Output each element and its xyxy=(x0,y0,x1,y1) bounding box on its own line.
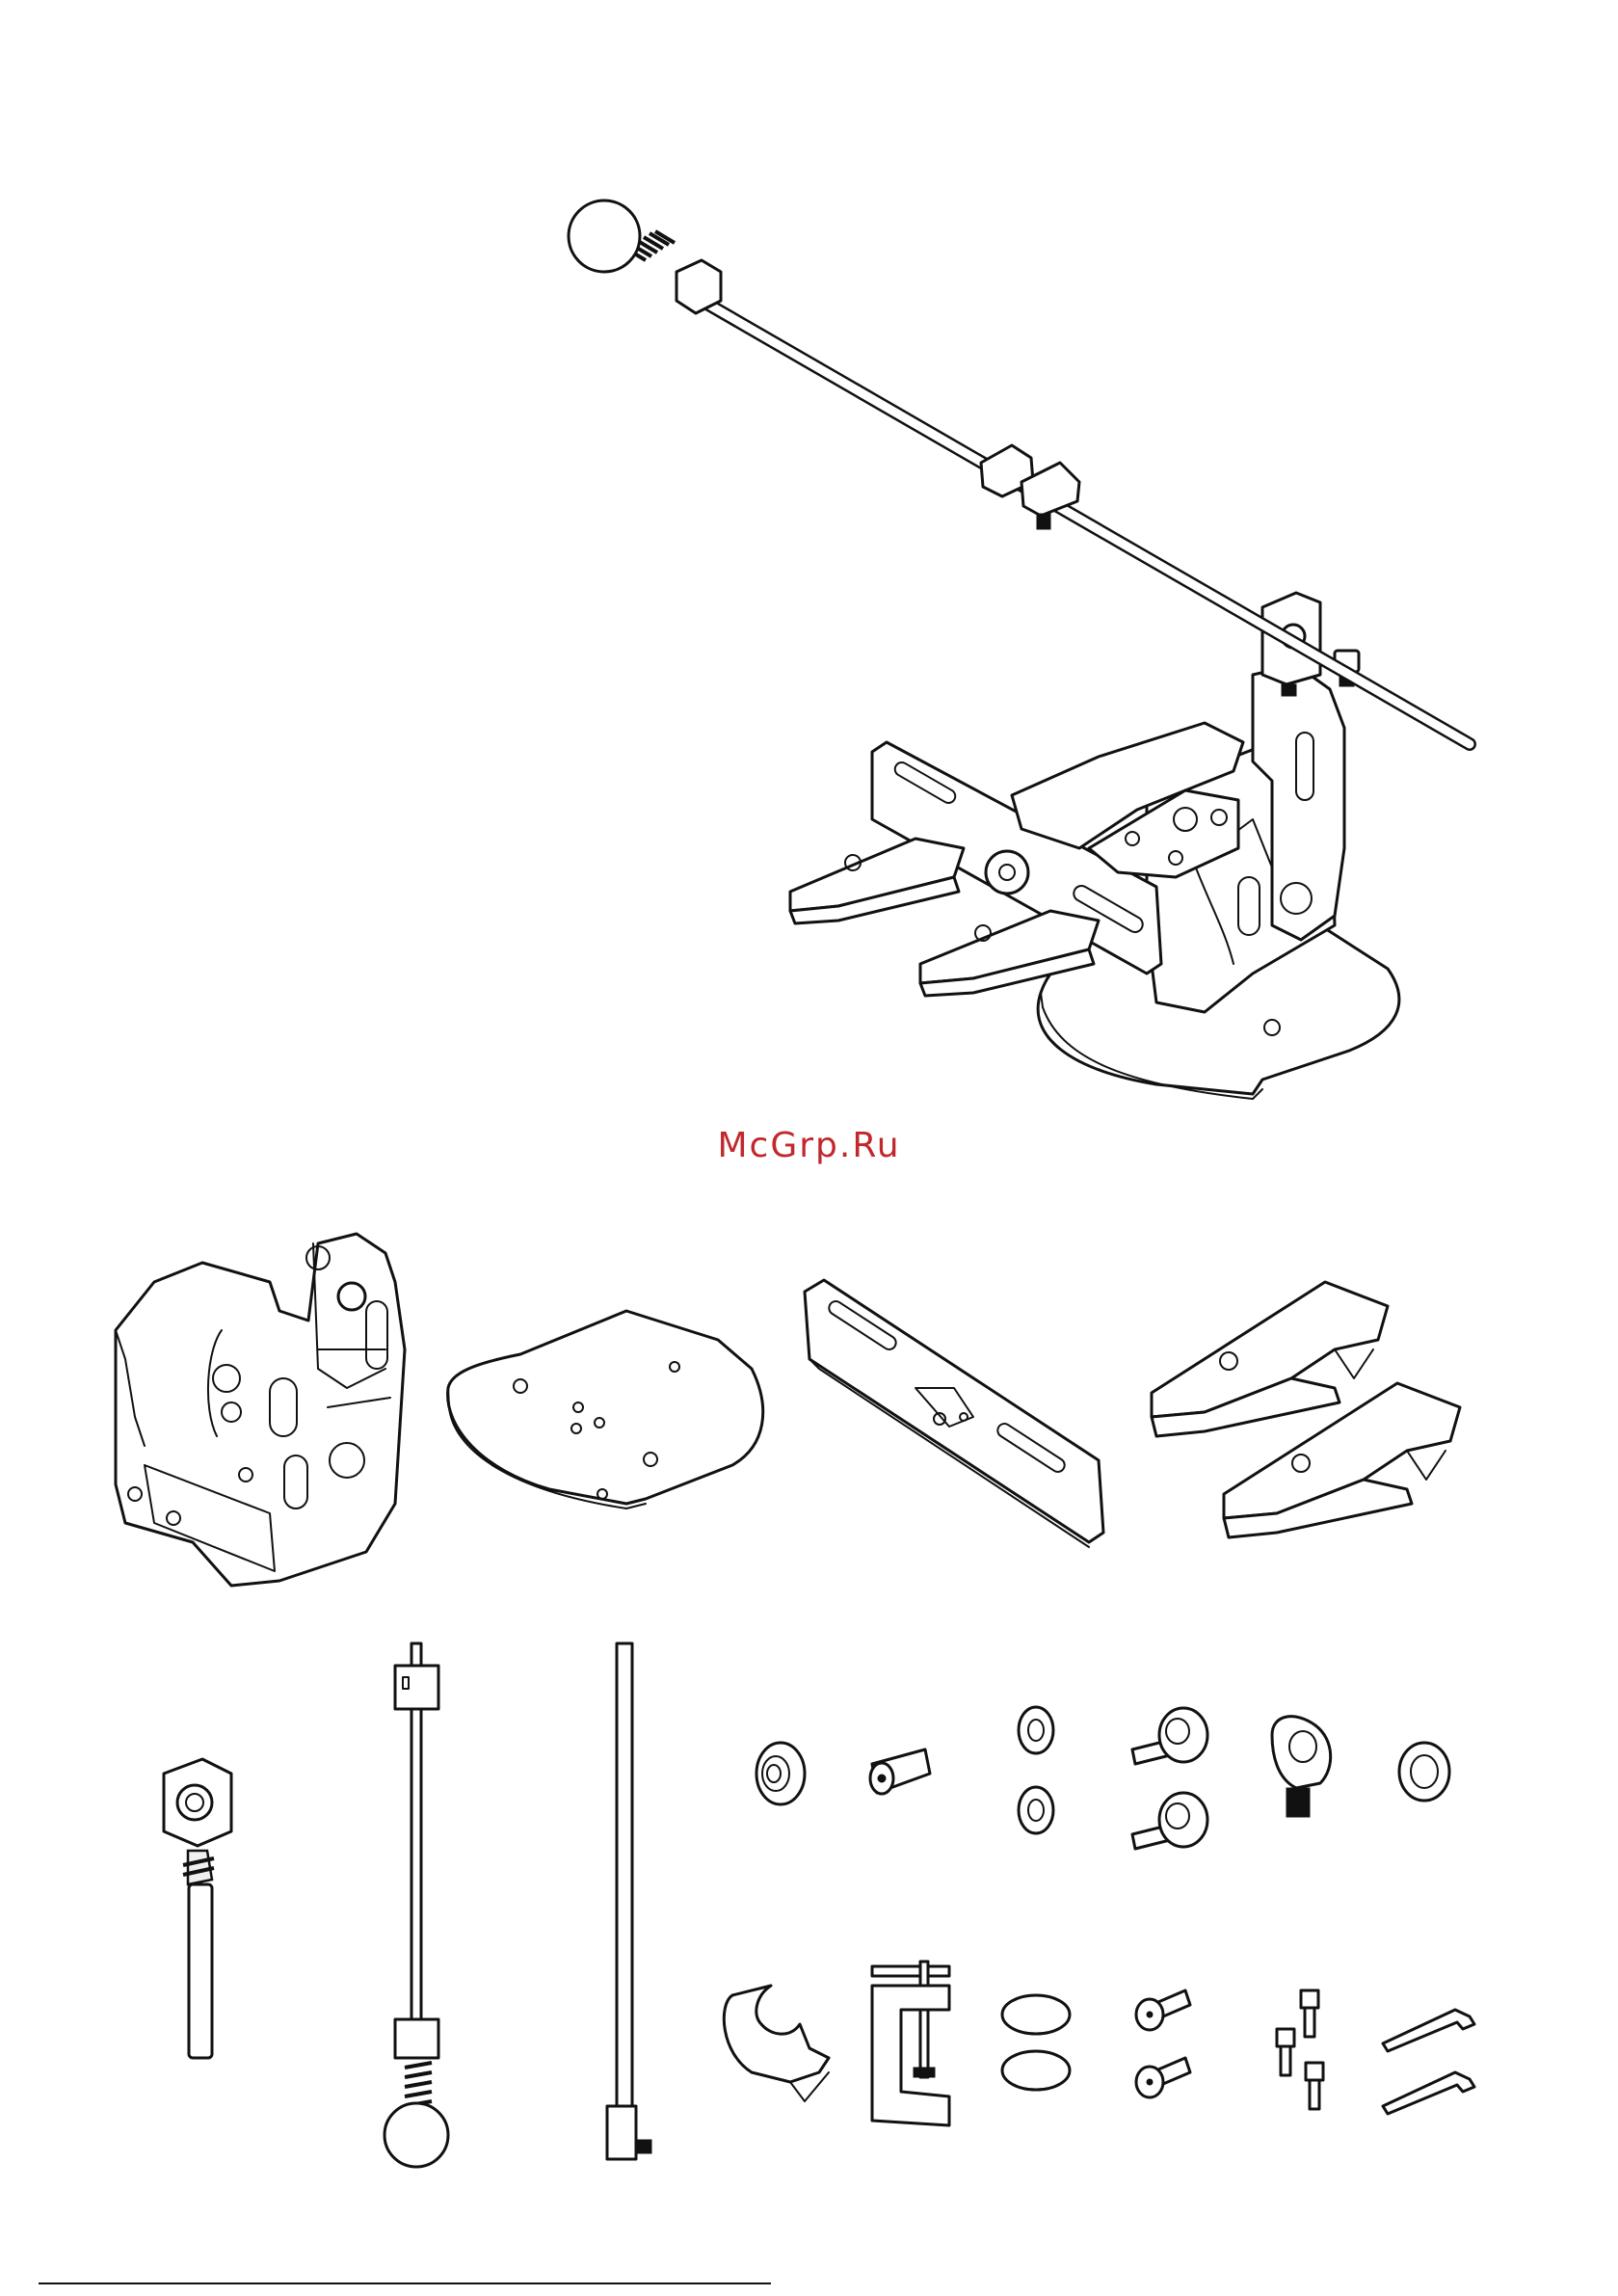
c-clip xyxy=(724,1986,829,2101)
rod-holder xyxy=(164,1759,231,2058)
clamp-rail xyxy=(805,1280,1103,1547)
main-frame xyxy=(116,1234,405,1586)
page-bottom-rule xyxy=(39,2283,771,2284)
thumb-screws xyxy=(1132,1708,1207,1849)
eye-bolt xyxy=(1272,1717,1331,1817)
guide-rod-with-weight xyxy=(385,1643,448,2167)
bushing xyxy=(756,1743,805,1804)
clamp-jaws xyxy=(1152,1282,1460,1537)
base-plate xyxy=(448,1311,763,1508)
support-rod xyxy=(607,1643,651,2159)
c-clamp xyxy=(872,1962,949,2125)
assembled-sharpener-illustration xyxy=(569,200,1470,1099)
flat-head-screw xyxy=(870,1749,930,1794)
button-screws xyxy=(1136,1990,1190,2097)
watermark-text: McGrp.Ru xyxy=(0,1126,1618,1165)
felt-pads xyxy=(1002,1995,1070,2090)
hex-keys xyxy=(1383,2010,1474,2114)
o-ring xyxy=(1399,1743,1449,1801)
cap-screws xyxy=(1277,1990,1323,2109)
washers xyxy=(1019,1707,1053,1833)
